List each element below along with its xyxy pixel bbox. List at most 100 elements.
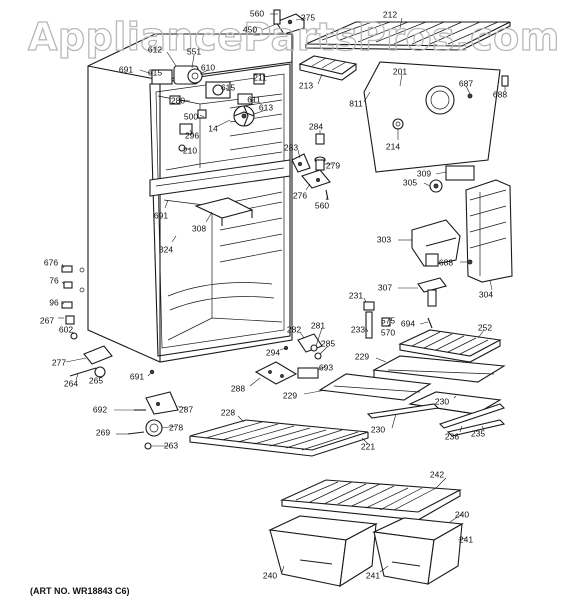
- part-callout-231: 231: [349, 290, 363, 300]
- bracket-288: [254, 361, 298, 385]
- part-callout-691: 691: [119, 64, 133, 74]
- damper-parts-cluster: [291, 133, 331, 201]
- part-callout-287: 287: [179, 404, 193, 414]
- part-callout-282: 282: [287, 324, 301, 334]
- part-callout-212: 212: [383, 9, 397, 19]
- bracket-307: [417, 277, 447, 307]
- part-callout-560: 560: [315, 200, 329, 210]
- leveler-parts: [69, 345, 155, 378]
- label-309: [445, 165, 475, 181]
- part-callout-229: 229: [283, 390, 297, 400]
- freezer-shelf-212: [305, 21, 511, 51]
- part-callout-693: 693: [319, 362, 333, 372]
- evaporator-fan: [233, 105, 255, 127]
- crisper-drawer-right: [372, 517, 464, 586]
- part-callout-560: 560: [250, 8, 264, 18]
- part-callout-280: 280: [171, 95, 185, 105]
- part-callout-279: 279: [326, 160, 340, 170]
- knob-305: [429, 179, 443, 193]
- part-callout-691: 691: [130, 371, 144, 381]
- rear-panel-201: [363, 61, 501, 173]
- part-callout-284: 284: [309, 121, 323, 131]
- part-callout-241: 241: [366, 570, 380, 580]
- leader-lines: [58, 13, 506, 573]
- part-callout-688: 688: [493, 89, 507, 99]
- part-callout-236: 236: [445, 431, 459, 441]
- part-callout-305: 305: [403, 177, 417, 187]
- part-callout-304: 304: [479, 289, 493, 299]
- part-callout-201: 201: [393, 66, 407, 76]
- part-callout-570: 570: [381, 327, 395, 337]
- part-callout-265: 265: [89, 375, 103, 385]
- bracket-693: [297, 367, 319, 379]
- part-callout-294: 294: [266, 347, 280, 357]
- part-callout-235: 235: [471, 428, 485, 438]
- control-housing-303: [411, 219, 461, 267]
- part-callout-811: 811: [349, 98, 363, 108]
- roller-parts: [127, 391, 179, 450]
- part-callout-211: 211: [253, 72, 267, 82]
- part-callout-221: 221: [361, 441, 375, 451]
- part-callout-613: 613: [259, 102, 273, 112]
- part-callout-76: 76: [49, 275, 59, 285]
- part-callout-96: 96: [49, 297, 59, 307]
- part-callout-276: 276: [293, 190, 307, 200]
- part-callout-233: 233: [351, 324, 365, 334]
- part-callout-551: 551: [187, 46, 201, 56]
- rail-233: [365, 311, 373, 339]
- part-callout-610: 610: [201, 62, 215, 72]
- part-callout-213: 213: [299, 80, 313, 90]
- part-callout-602: 602: [59, 324, 73, 334]
- part-callout-575: 575: [381, 315, 395, 325]
- screw-694: [427, 317, 433, 329]
- shelf-252: [398, 329, 502, 363]
- part-callout-14: 14: [208, 123, 218, 133]
- part-callout-612: 612: [148, 44, 162, 54]
- part-callout-694: 694: [401, 318, 415, 328]
- part-callout-263: 263: [164, 440, 178, 450]
- part-callout-267: 267: [40, 315, 54, 325]
- left-hinge-parts: [61, 265, 78, 340]
- part-callout-242: 242: [430, 469, 444, 479]
- clip-688a: [501, 75, 509, 87]
- part-callout-283: 283: [284, 142, 298, 152]
- top-hinge-275: [273, 9, 305, 35]
- shelf-rails-236-235: [366, 403, 506, 437]
- air-duct-304: [465, 179, 513, 283]
- part-callout-688: 688: [439, 257, 453, 267]
- part-callout-687: 687: [459, 78, 473, 88]
- part-callout-692: 692: [93, 404, 107, 414]
- part-callout-240: 240: [455, 509, 469, 519]
- bracket-parts-282: [283, 333, 323, 360]
- part-callout-277: 277: [52, 357, 66, 367]
- part-callout-615: 615: [148, 67, 162, 77]
- ice-tray-213: [298, 55, 358, 81]
- part-callout-214: 214: [386, 141, 400, 151]
- part-callout-229: 229: [355, 351, 369, 361]
- part-callout-230: 230: [435, 396, 449, 406]
- part-callout-303: 303: [377, 234, 391, 244]
- part-callout-309: 309: [417, 168, 431, 178]
- crisper-drawer-left: [268, 515, 378, 588]
- part-callout-307: 307: [378, 282, 392, 292]
- part-callout-210: 210: [183, 145, 197, 155]
- part-callout-264: 264: [64, 378, 78, 388]
- watermark-text: AppliancePartsPros.com: [28, 15, 560, 59]
- part-callout-228: 228: [221, 407, 235, 417]
- fresh-food-shelf-ribs: [219, 201, 283, 263]
- part-callout-285: 285: [321, 338, 335, 348]
- part-callout-252: 252: [478, 322, 492, 332]
- part-callout-240: 240: [263, 570, 277, 580]
- crisper-cover-242: [279, 479, 462, 521]
- part-callout-615: 615: [221, 82, 235, 92]
- part-callout-278: 278: [169, 422, 183, 432]
- part-callout-296: 296: [185, 130, 199, 140]
- part-callout-281: 281: [311, 320, 325, 330]
- art-number-label: (ART NO. WR18843 C6): [30, 586, 130, 596]
- part-callout-288: 288: [231, 383, 245, 393]
- part-callout-308: 308: [192, 223, 206, 233]
- part-callout-269: 269: [96, 427, 110, 437]
- part-callout-450: 450: [243, 24, 257, 34]
